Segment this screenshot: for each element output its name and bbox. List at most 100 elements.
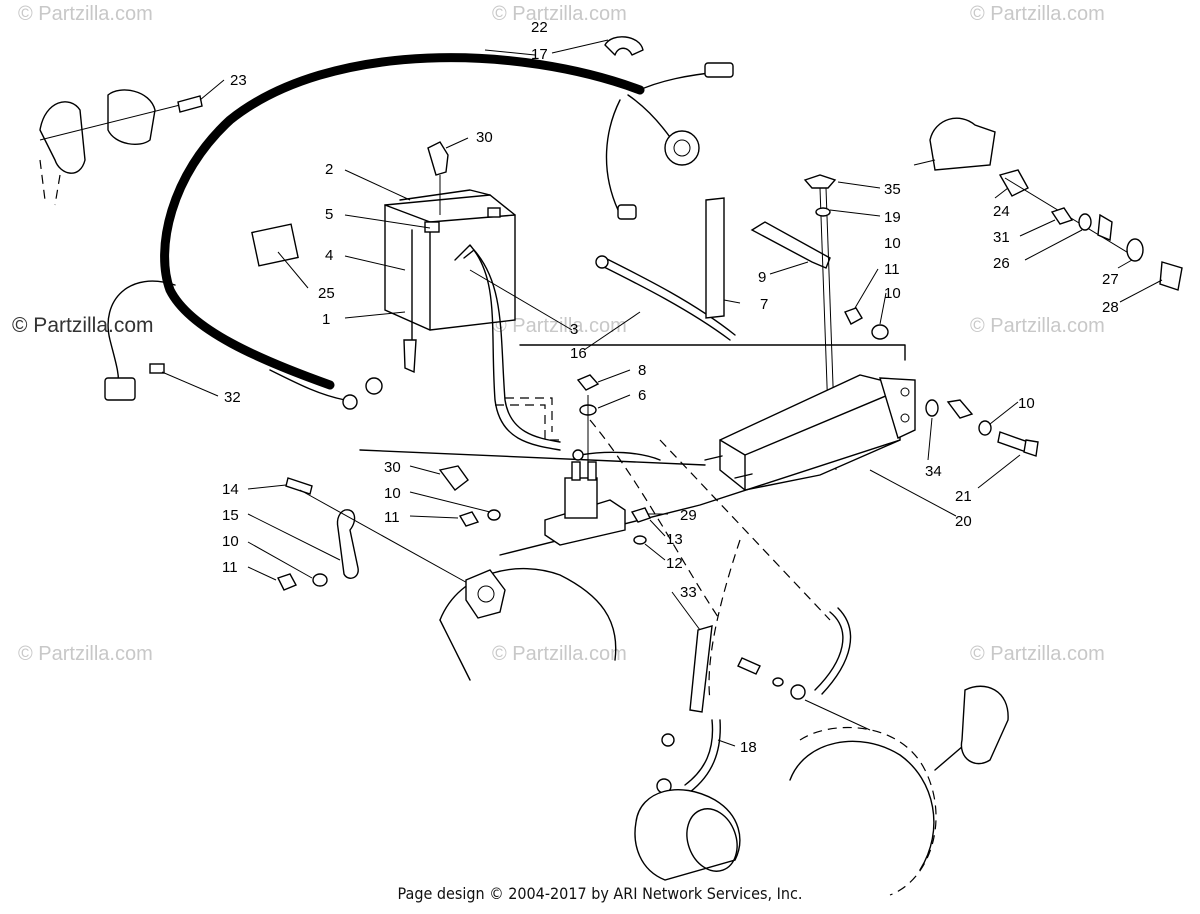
- callout-32: 32: [224, 389, 241, 406]
- watermark: © Partzilla.com: [492, 643, 627, 665]
- watermark: © Partzilla.com: [492, 315, 627, 337]
- connector-plug-icon: [104, 377, 136, 401]
- watermark-overlay: © Partzilla.com: [12, 314, 154, 337]
- starter-motor-icon: [634, 788, 741, 881]
- callout-30-lower: 30: [384, 459, 401, 476]
- callout-26: 26: [993, 255, 1010, 272]
- washer-icon: [978, 420, 992, 436]
- bracket-icon: [107, 89, 156, 146]
- mount-bracket-icon: [39, 101, 86, 174]
- spacer-icon: [946, 399, 974, 419]
- spring-icon: [1126, 238, 1144, 262]
- washer-icon: [312, 573, 328, 587]
- connector-icon: [617, 204, 637, 220]
- callout-15: 15: [222, 507, 239, 524]
- callout-10-left: 10: [222, 533, 239, 550]
- callout-12: 12: [666, 555, 683, 572]
- callout-6: 6: [638, 387, 646, 404]
- ignition-switch-icon: [664, 130, 700, 166]
- bolt-icon: [285, 477, 313, 495]
- watermark-layer: © Partzilla.com © Partzilla.com © Partzi…: [12, 3, 1105, 665]
- callout-24: 24: [993, 203, 1010, 220]
- copyright-footer: Page design © 2004-2017 by ARI Network S…: [397, 884, 803, 903]
- nut-icon: [630, 507, 651, 523]
- nut-icon: [458, 511, 480, 527]
- callout-4: 4: [325, 247, 333, 264]
- washer-icon: [925, 399, 939, 417]
- harness-clip-icon: [604, 36, 644, 56]
- watermark: © Partzilla.com: [970, 3, 1105, 25]
- ignition-label-icon: [929, 117, 996, 171]
- ring-terminal-icon: [342, 394, 358, 410]
- ring-terminal-icon: [595, 255, 609, 269]
- callout-10-top: 10: [884, 235, 901, 252]
- callout-28: 28: [1102, 299, 1119, 316]
- callout-10-middle: 10: [384, 485, 401, 502]
- key-switch-icon: [998, 169, 1141, 261]
- watermark: © Partzilla.com: [970, 315, 1105, 337]
- callout-16: 16: [570, 345, 587, 362]
- callout-11-left: 11: [222, 559, 238, 576]
- callout-1: 1: [322, 311, 330, 328]
- callout-25: 25: [318, 285, 335, 302]
- callout-11-middle: 11: [384, 509, 400, 526]
- wing-nut-icon: [803, 174, 837, 189]
- washer-icon: [633, 535, 647, 545]
- lock-washer-icon: [1097, 213, 1113, 242]
- callout-30-top: 30: [476, 129, 493, 146]
- ground-strap-icon: [336, 509, 359, 579]
- callout-11-right: 11: [884, 261, 900, 278]
- washer-icon: [1078, 213, 1092, 231]
- starter-cable-icon: [684, 719, 714, 786]
- engine-case-icon: [439, 567, 617, 681]
- washer-icon: [772, 677, 784, 687]
- callout-14: 14: [222, 481, 239, 498]
- key-icon: [1159, 261, 1183, 291]
- callout-10-right: 10: [884, 285, 901, 302]
- watermark: © Partzilla.com: [970, 643, 1105, 665]
- callout-27: 27: [1102, 271, 1119, 288]
- warning-label-icon: [251, 223, 299, 267]
- callout-9: 9: [758, 269, 766, 286]
- callout-34: 34: [925, 463, 942, 480]
- nut-icon: [576, 374, 600, 391]
- ring-terminal-icon: [790, 684, 806, 700]
- starter-solenoid-icon: [544, 461, 626, 546]
- terminal-cap-icon: [427, 141, 449, 176]
- callout-8: 8: [638, 362, 646, 379]
- watermark: © Partzilla.com: [492, 3, 627, 25]
- callout-10-tray: 10: [1018, 395, 1035, 412]
- callout-19: 19: [884, 209, 901, 226]
- callout-33: 33: [680, 584, 697, 601]
- callout-5: 5: [325, 206, 333, 223]
- connector-icon: [704, 62, 734, 78]
- callout-20: 20: [955, 513, 972, 530]
- nut-icon: [1050, 207, 1074, 225]
- callout-35: 35: [884, 181, 901, 198]
- parts-illustration: [39, 36, 1183, 896]
- washer-icon: [487, 509, 501, 521]
- callout-22: 22: [531, 19, 548, 36]
- callout-labels: 1 2 3 4 5 6 7 8 9 10 10 10 10 10 11 11 1…: [222, 19, 1119, 756]
- bolt-icon: [737, 657, 761, 675]
- convoluted-tube-icon: [689, 625, 713, 713]
- nut-icon: [277, 573, 297, 591]
- callout-21: 21: [955, 488, 972, 505]
- terminal-cap-icon: [438, 465, 469, 491]
- callout-17: 17: [531, 46, 548, 63]
- nut-icon: [844, 307, 863, 325]
- bolt-21-icon: [997, 431, 1029, 453]
- callout-3: 3: [570, 321, 578, 338]
- callout-2: 2: [325, 161, 333, 178]
- screw-23-icon: [177, 95, 203, 113]
- callout-18: 18: [740, 739, 757, 756]
- callout-13: 13: [666, 531, 683, 548]
- watermark: © Partzilla.com: [18, 3, 153, 25]
- fuse-icon: [149, 363, 165, 374]
- washer-icon: [871, 324, 889, 340]
- battery-strap-icon: [705, 197, 725, 319]
- flywheel-housing-icon: [789, 685, 1009, 896]
- battery-icon: [384, 189, 516, 331]
- callout-29: 29: [680, 507, 697, 524]
